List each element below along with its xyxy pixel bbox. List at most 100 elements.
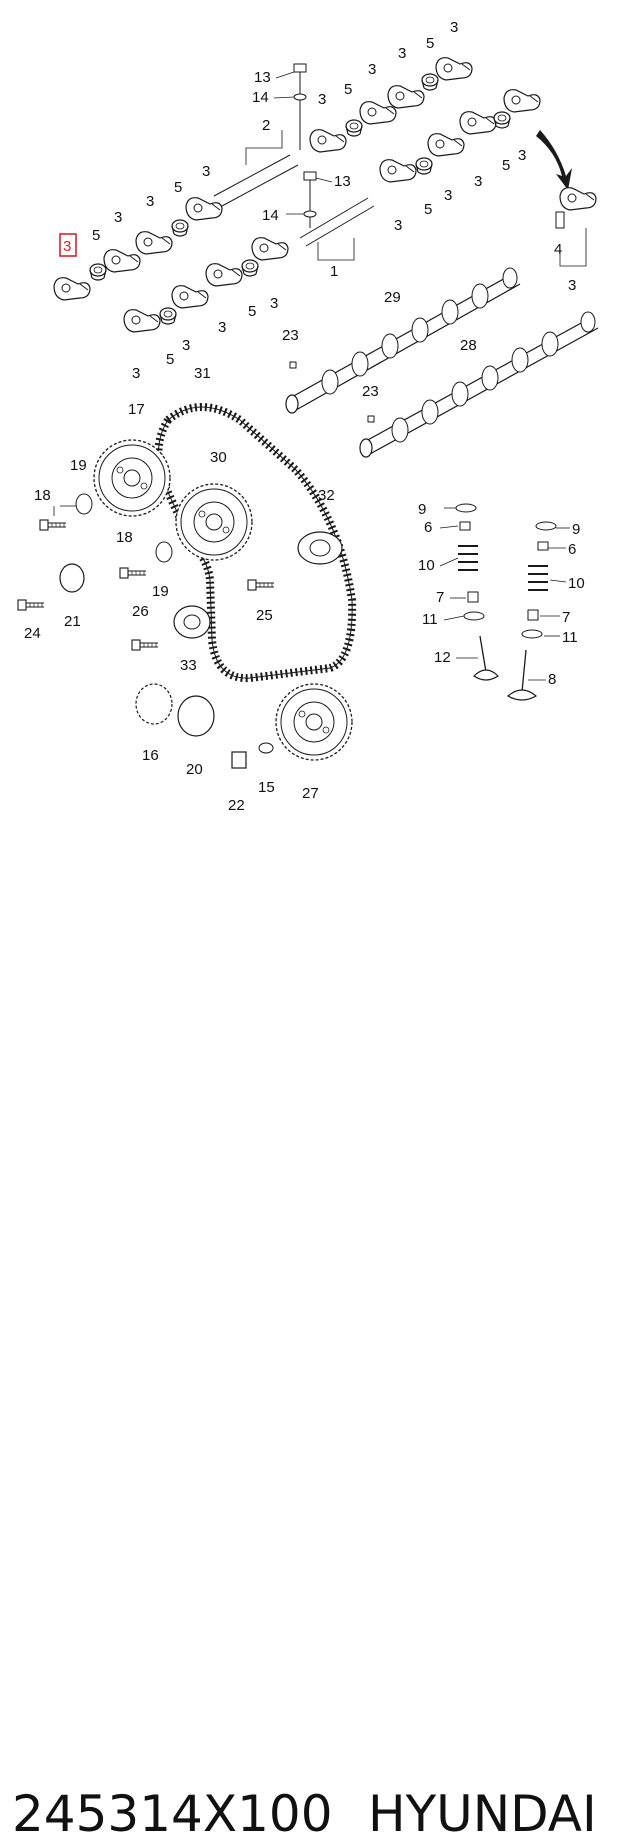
callout-7: 7 bbox=[436, 589, 444, 606]
rocker-arm bbox=[435, 57, 473, 81]
callout-9: 9 bbox=[572, 521, 580, 538]
callout-28: 28 bbox=[460, 337, 477, 354]
callout-24: 24 bbox=[24, 625, 41, 642]
valve-assembly-left bbox=[455, 503, 499, 681]
callout-30: 30 bbox=[210, 449, 227, 466]
callout-32: 32 bbox=[318, 487, 335, 504]
rocker-arm bbox=[53, 277, 91, 301]
rocker-arm bbox=[387, 85, 425, 109]
bolt-18 bbox=[39, 519, 67, 531]
rocker-spacer bbox=[421, 73, 439, 91]
callout-5: 5 bbox=[344, 81, 352, 98]
callout-5: 5 bbox=[424, 201, 432, 218]
callout-11: 11 bbox=[422, 611, 438, 628]
callout-3: 3 bbox=[318, 91, 326, 108]
rocker-spacer bbox=[493, 111, 511, 129]
rocker-arm bbox=[427, 133, 465, 157]
part-footer: 245314X100 HYUNDAI bbox=[0, 880, 621, 1843]
rocker-arm bbox=[359, 101, 397, 125]
callout-29: 29 bbox=[384, 289, 401, 306]
callout-9: 9 bbox=[418, 501, 426, 518]
callout-13: 13 bbox=[334, 173, 351, 190]
callout-26: 26 bbox=[132, 603, 149, 620]
callout-labels: 3 5 3 3 5 3 2 13 14 3 5 3 3 5 3 13 14 1 … bbox=[24, 19, 585, 814]
callout-31: 31 bbox=[194, 365, 211, 382]
rocker-arm bbox=[205, 263, 243, 287]
camshaft-sprocket-30 bbox=[175, 483, 253, 561]
rocker-spacer bbox=[89, 263, 107, 281]
callout-3: 3 bbox=[450, 19, 458, 36]
callout-10: 10 bbox=[568, 575, 585, 592]
bolt-24 bbox=[17, 599, 45, 611]
rocker-arm bbox=[103, 249, 141, 273]
rocker-arm bbox=[135, 231, 173, 255]
valve-assembly-right bbox=[506, 521, 557, 701]
callout-12: 12 bbox=[434, 649, 451, 666]
callout-5: 5 bbox=[248, 303, 256, 320]
rocker-arm bbox=[251, 237, 289, 261]
callout-2: 2 bbox=[262, 117, 270, 134]
callout-3: 3 bbox=[182, 337, 190, 354]
pulley-20 bbox=[177, 695, 215, 737]
callout-3: 3 bbox=[444, 187, 452, 204]
callout-18: 18 bbox=[34, 487, 51, 504]
callout-6: 6 bbox=[424, 519, 432, 536]
callout-3: 3 bbox=[218, 319, 226, 336]
crankshaft-sprocket-27 bbox=[275, 683, 353, 761]
callout-5: 5 bbox=[426, 35, 434, 52]
callout-23: 23 bbox=[282, 327, 299, 344]
callout-10: 10 bbox=[418, 557, 435, 574]
callout-22: 22 bbox=[228, 797, 245, 814]
callout-15: 15 bbox=[258, 779, 275, 796]
bolt-26 bbox=[131, 639, 159, 651]
key-23 bbox=[367, 415, 375, 423]
washer-19 bbox=[155, 541, 173, 563]
callout-3: 3 bbox=[394, 217, 402, 234]
bracket-2 bbox=[245, 130, 283, 165]
bolt-18 bbox=[119, 567, 147, 579]
camshaft-29 bbox=[285, 267, 521, 414]
detail-arrow bbox=[536, 130, 572, 190]
tensioner-33-hub bbox=[183, 614, 201, 630]
rocker-arm bbox=[123, 309, 161, 333]
rocker-spacer bbox=[159, 307, 177, 325]
rocker-arm-detail bbox=[559, 187, 597, 211]
callout-19: 19 bbox=[152, 583, 169, 600]
spacer-21 bbox=[59, 563, 85, 593]
rocker-arm bbox=[185, 197, 223, 221]
callout-3: 3 bbox=[368, 61, 376, 78]
callout-3: 3 bbox=[114, 209, 122, 226]
diagram-svg: 3 5 3 3 5 3 2 13 14 3 5 3 3 5 3 13 14 1 … bbox=[17, 19, 599, 814]
rocker-spacer bbox=[241, 259, 259, 277]
rocker-arm-train-lower bbox=[123, 89, 541, 333]
sprocket-16 bbox=[135, 683, 173, 725]
rocker-spacer bbox=[345, 119, 363, 137]
callout-5: 5 bbox=[502, 157, 510, 174]
rocker-arm bbox=[459, 111, 497, 135]
rocker-shaft bbox=[221, 164, 299, 207]
callout-14: 14 bbox=[252, 89, 269, 106]
callout-21: 21 bbox=[64, 613, 81, 630]
highlight-box bbox=[59, 233, 77, 257]
washer-15 bbox=[258, 742, 274, 754]
part-number: 245314X100 bbox=[12, 1785, 333, 1843]
callout-3: 3 bbox=[398, 45, 406, 62]
bracket-4 bbox=[559, 228, 587, 267]
callout-13: 13 bbox=[254, 69, 271, 86]
adjuster-screw bbox=[555, 211, 565, 229]
camshaft-sprocket-17 bbox=[93, 439, 171, 517]
callout-18: 18 bbox=[116, 529, 133, 546]
rocker-spacer bbox=[415, 157, 433, 175]
callout-23: 23 bbox=[362, 383, 379, 400]
callout-3: 3 bbox=[568, 277, 576, 294]
callout-19: 19 bbox=[70, 457, 87, 474]
rocker-spacer bbox=[171, 219, 189, 237]
callout-5: 5 bbox=[174, 179, 182, 196]
rocker-shaft bbox=[299, 197, 369, 239]
key-23 bbox=[289, 361, 297, 369]
bracket-1 bbox=[317, 238, 355, 261]
callout-3: 3 bbox=[202, 163, 210, 180]
callout-8: 8 bbox=[548, 671, 556, 688]
callout-1: 1 bbox=[330, 263, 338, 280]
washer-19 bbox=[75, 493, 93, 515]
